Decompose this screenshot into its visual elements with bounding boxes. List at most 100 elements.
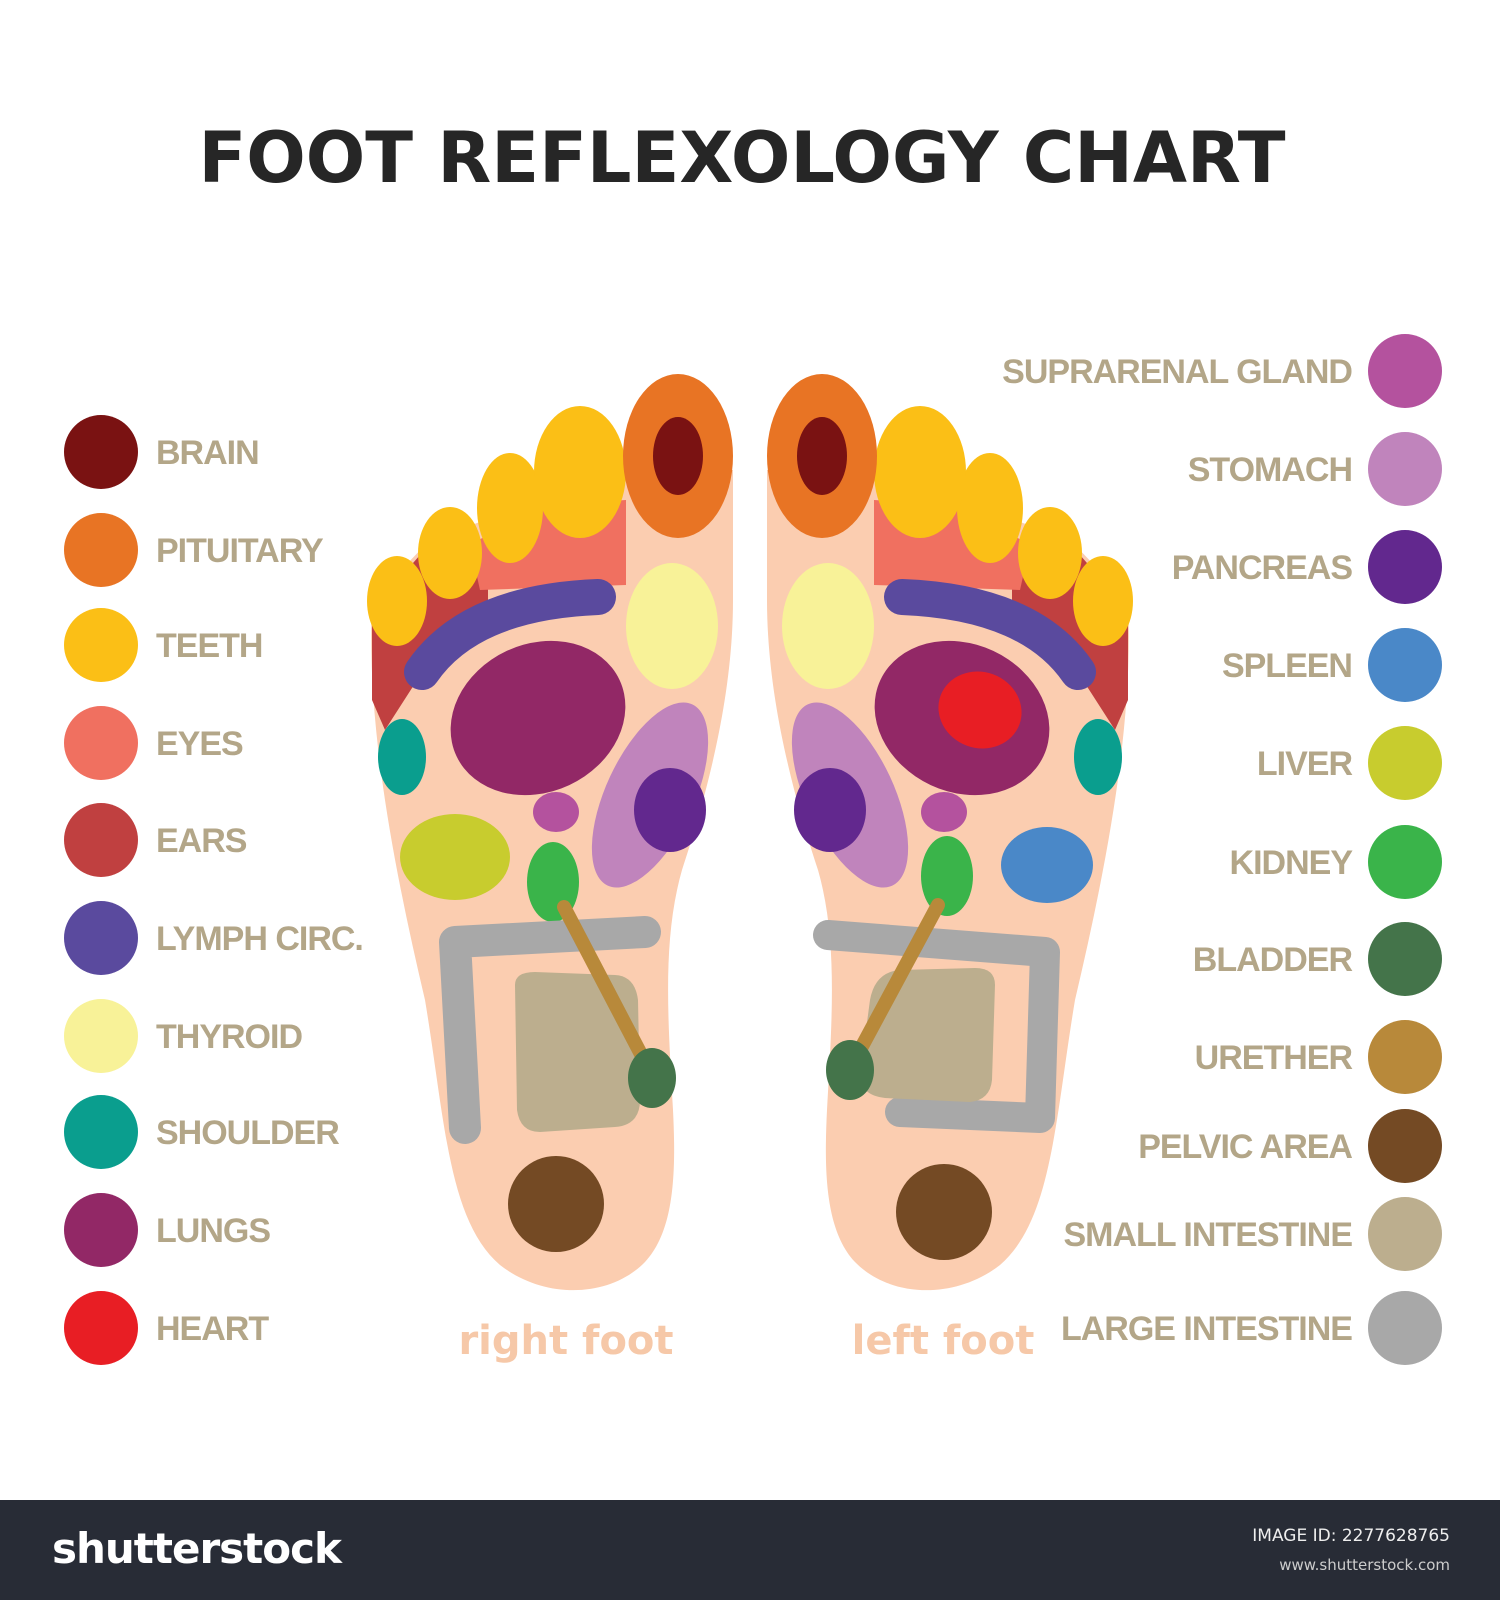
legend-swatch [64, 415, 138, 489]
pelvic-zone [896, 1164, 992, 1260]
legend-item-eyes: EYES [64, 706, 244, 780]
legend-label: LUNGS [156, 1212, 270, 1250]
legend-item-pituitary: PITUITARY [64, 513, 325, 587]
brain-zone [797, 417, 847, 495]
legend-item-teeth: TEETH [64, 608, 263, 682]
legend-item-lungs: LUNGS [64, 1193, 271, 1267]
small-intestine-zone [515, 972, 640, 1132]
legend-label: EARS [156, 822, 247, 860]
pancreas-zone [794, 768, 866, 852]
chart-title: FOOT REFLEXOLOGY CHART [198, 117, 1285, 199]
right-foot-label: right foot [458, 1318, 673, 1364]
legend-label: PELVIC AREA [1138, 1128, 1352, 1166]
legend-swatch [1368, 530, 1442, 604]
small-intestine-zone [860, 968, 995, 1102]
footer-bar: shutterstock IMAGE ID: 2277628765 www.sh… [0, 1500, 1500, 1600]
legend-left: BRAIN PITUITARY TEETH EYES EARS LYMPH CIRC. TH… [64, 415, 364, 1365]
legend-item-large_intestine: LARGE INTESTINE [1061, 1291, 1442, 1365]
legend-item-shoulder: SHOULDER [64, 1095, 340, 1169]
teeth-toe-5 [1073, 556, 1133, 646]
legend-swatch [1368, 825, 1442, 899]
legend-swatch [1368, 726, 1442, 800]
legend-item-stomach: STOMACH [1188, 432, 1442, 506]
legend-swatch [64, 513, 138, 587]
legend-item-suprarenal: SUPRARENAL GLAND [1002, 334, 1442, 408]
legend-label: BLADDER [1193, 941, 1353, 979]
legend-item-liver: LIVER [1257, 726, 1442, 800]
teeth-toe-5 [367, 556, 427, 646]
legend-item-small_intestine: SMALL INTESTINE [1064, 1197, 1442, 1271]
legend-swatch [1368, 1197, 1442, 1271]
legend-label: BRAIN [156, 434, 259, 472]
legend-item-ears: EARS [64, 803, 248, 877]
legend-item-heart: HEART [64, 1291, 270, 1365]
suprarenal-zone [921, 792, 967, 832]
legend-label: PITUITARY [156, 532, 324, 570]
legend-label: LARGE INTESTINE [1061, 1310, 1352, 1348]
legend-swatch [64, 901, 138, 975]
shoulder-zone [1074, 719, 1122, 795]
legend-swatch [64, 608, 138, 682]
legend-right: SUPRARENAL GLAND STOMACH PANCREAS SPLEEN LIV… [1002, 334, 1442, 1365]
legend-swatch [1368, 1291, 1442, 1365]
legend-swatch [64, 803, 138, 877]
legend-label: SMALL INTESTINE [1064, 1216, 1353, 1254]
legend-label: SPLEEN [1222, 647, 1352, 685]
legend-swatch [64, 999, 138, 1073]
thyroid-zone [626, 563, 718, 689]
legend-item-brain: BRAIN [64, 415, 260, 489]
teeth-toe-4 [1018, 507, 1082, 599]
legend-label: HEART [156, 1310, 269, 1348]
heart-zone [938, 671, 1022, 749]
teeth-toe-3 [957, 453, 1023, 563]
legend-swatch [1368, 1020, 1442, 1094]
shutterstock-logo: shutterstock [52, 1524, 342, 1573]
urether-zone [557, 900, 651, 1067]
legend-swatch [1368, 628, 1442, 702]
legend-label: TEETH [156, 627, 262, 665]
legend-label: KIDNEY [1230, 844, 1354, 882]
thyroid-zone [782, 563, 874, 689]
bladder-zone [826, 1040, 874, 1100]
legend-swatch [1368, 432, 1442, 506]
legend-swatch [64, 1193, 138, 1267]
left-foot-label: left foot [852, 1318, 1035, 1364]
legend-label: EYES [156, 725, 243, 763]
legend-label: SHOULDER [156, 1114, 339, 1152]
legend-swatch [1368, 1109, 1442, 1183]
lymph-zone [404, 579, 616, 690]
large-intestine-zone [813, 920, 1060, 1133]
legend-label: STOMACH [1188, 451, 1352, 489]
legend-label: PANCREAS [1172, 549, 1353, 587]
urether-zone [853, 898, 945, 1057]
lymph-zone [884, 579, 1096, 690]
legend-label: LYMPH CIRC. [156, 920, 363, 958]
liver-zone [400, 814, 510, 900]
legend-item-spleen: SPLEEN [1222, 628, 1442, 702]
spleen-zone [1001, 827, 1093, 903]
legend-item-bladder: BLADDER [1193, 922, 1442, 996]
legend-item-thyroid: THYROID [64, 999, 303, 1073]
teeth-toe-4 [418, 507, 482, 599]
kidney-zone [921, 836, 973, 916]
pelvic-zone [508, 1156, 604, 1252]
legend-item-kidney: KIDNEY [1230, 825, 1442, 899]
legend-item-pelvic: PELVIC AREA [1138, 1109, 1442, 1183]
shoulder-zone [378, 719, 426, 795]
legend-label: URETHER [1195, 1039, 1353, 1077]
lungs-zone [450, 640, 626, 796]
legend-item-urether: URETHER [1195, 1020, 1442, 1094]
legend-swatch [1368, 922, 1442, 996]
image-id: IMAGE ID: 2277628765 [1252, 1526, 1450, 1546]
legend-swatch [64, 1095, 138, 1169]
pancreas-zone [634, 768, 706, 852]
teeth-toe-3 [477, 453, 543, 563]
reflexology-diagram: FOOT REFLEXOLOGY CHART BRAIN PITUITARY TEE… [64, 117, 1442, 1365]
teeth-toe-2 [874, 406, 966, 538]
legend-swatch [64, 1291, 138, 1365]
legend-swatch [1368, 334, 1442, 408]
left-foot: left foot [767, 374, 1133, 1364]
legend-item-pancreas: PANCREAS [1172, 530, 1442, 604]
legend-label: THYROID [156, 1018, 302, 1056]
teeth-toe-2 [534, 406, 626, 538]
